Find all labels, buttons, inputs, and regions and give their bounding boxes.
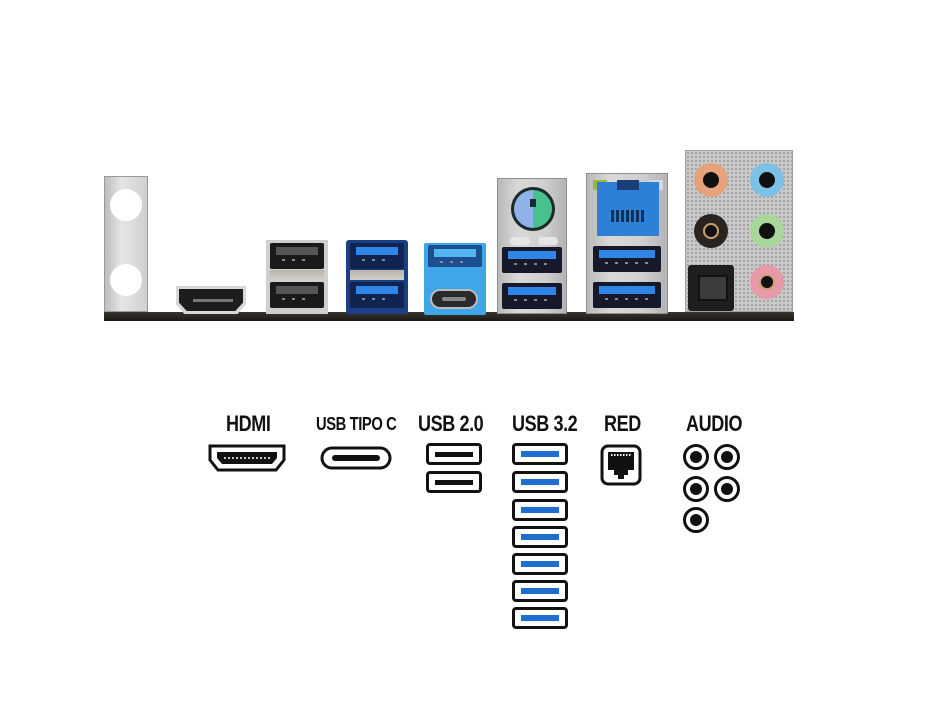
- usb32-port-photo: [593, 246, 661, 272]
- screw-hole: [110, 264, 142, 296]
- label-usb-tipo-c: USB TIPO C: [316, 414, 397, 434]
- usb32-icon: [512, 499, 568, 521]
- audio-jack-icon: [714, 444, 740, 470]
- audio-jack-green: [750, 214, 784, 248]
- usb32-typec-stack-photo: [424, 243, 486, 315]
- usb32-icon: [512, 580, 568, 602]
- label-red: RED: [604, 411, 641, 436]
- ps2-usb-block-photo: [497, 178, 567, 314]
- label-audio: AUDIO: [686, 411, 743, 436]
- usb32-stack-photo: [346, 240, 408, 314]
- audio-jack-blue: [750, 163, 784, 197]
- label-usb-3-2: USB 3.2: [512, 411, 578, 436]
- usb32-port-photo: [428, 245, 482, 267]
- audio-jack-pink: [750, 265, 784, 299]
- usb2-port-photo: [270, 243, 324, 269]
- usb32-port-photo: [350, 243, 404, 269]
- usb2-stack-photo: [266, 240, 328, 314]
- audio-jack-black: [694, 214, 728, 248]
- audio-jack-icon: [683, 507, 709, 533]
- usbc-port-photo: [430, 289, 478, 309]
- audio-panel-photo: [685, 150, 793, 312]
- audio-jack-icon: [683, 476, 709, 502]
- usb32-icon: [512, 553, 568, 575]
- usb-c-icon: [320, 446, 392, 470]
- screw-hole: [110, 189, 142, 221]
- backplate-strip: [104, 312, 794, 321]
- audio-jack-icon: [683, 444, 709, 470]
- usb32-port-photo: [502, 247, 562, 273]
- ps2-combo-port-photo: [511, 187, 555, 231]
- usb32-port-photo: [350, 282, 404, 308]
- rj45-port-photo: [597, 180, 659, 236]
- hdmi-icon: [208, 444, 286, 472]
- audio-jack-orange: [694, 163, 728, 197]
- usb32-icon: [512, 443, 568, 465]
- usb2-icon: [426, 443, 482, 465]
- audio-jack-icon: [714, 476, 740, 502]
- usb2-icon: [426, 471, 482, 493]
- optical-spdif-port: [688, 265, 734, 311]
- usb32-icon: [512, 471, 568, 493]
- hdmi-port-photo: [176, 286, 246, 314]
- usb2-port-photo: [270, 282, 324, 308]
- label-usb-2-0: USB 2.0: [418, 411, 484, 436]
- usb32-icon: [512, 526, 568, 548]
- usb32-icon: [512, 607, 568, 629]
- ethernet-port-icon: [600, 444, 642, 486]
- mounting-bracket: [104, 176, 148, 312]
- usb32-port-photo: [502, 283, 562, 309]
- lan-usb-block-photo: [586, 173, 668, 314]
- usb32-port-photo: [593, 282, 661, 308]
- label-hdmi: HDMI: [226, 411, 271, 436]
